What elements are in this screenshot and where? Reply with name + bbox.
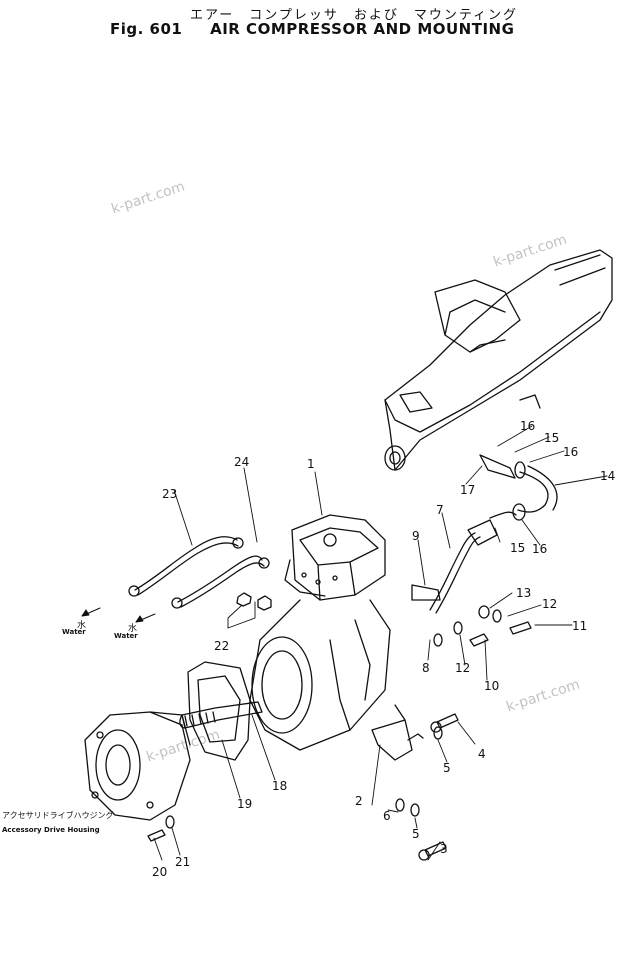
callout-9: 9 (412, 529, 420, 543)
callout-20: 20 (152, 865, 167, 879)
callout-5b: 5 (412, 827, 420, 841)
callout-12: 12 (542, 597, 557, 611)
callout-12b: 12 (455, 661, 470, 675)
callout-14: 14 (600, 469, 615, 483)
callout-23: 23 (162, 487, 177, 501)
callout-15b: 15 (510, 541, 525, 555)
callout-4: 4 (478, 747, 486, 761)
accessory-label-en: Accessory Drive Housing (2, 826, 100, 834)
callout-3: 3 (440, 842, 448, 856)
callout-19: 19 (237, 797, 252, 811)
figure-number: Fig. 601 (110, 20, 183, 38)
water-label-en-2: Water (114, 632, 138, 640)
pipe-assembly (411, 454, 558, 647)
callout-16c: 16 (532, 542, 547, 556)
figure-caption: AIR COMPRESSOR AND MOUNTING (210, 20, 515, 38)
figure-title: Fig. 601 AIR COMPRESSOR AND MOUNTING (110, 20, 514, 38)
water-arrows (81, 607, 156, 623)
callout-21: 21 (175, 855, 190, 869)
gasket-and-gear (179, 661, 263, 761)
callout-15: 15 (544, 431, 559, 445)
callout-16: 16 (563, 445, 578, 459)
callout-16b: 16 (520, 419, 535, 433)
leader-lines (153, 425, 608, 861)
callout-13: 13 (516, 586, 531, 600)
callout-11: 11 (572, 619, 587, 633)
callout-6: 6 (383, 809, 391, 823)
accessory-drive-housing (84, 711, 191, 821)
engine-block (384, 249, 613, 471)
water-label-jp-1: 水 (77, 621, 87, 631)
title-japanese: エアー コンプレッサ および マウンティング (190, 8, 519, 23)
callout-8: 8 (422, 661, 430, 675)
callout-17: 17 (460, 483, 475, 497)
callout-5: 5 (443, 761, 451, 775)
callout-numbers: 1 2 3 4 5 5 6 7 8 9 10 11 12 12 13 14 15… (152, 419, 615, 879)
water-label-jp-2: 水 (128, 624, 138, 634)
water-label-en-1: Water (62, 628, 86, 636)
compressor-body (249, 514, 391, 751)
callout-18: 18 (272, 779, 287, 793)
callout-1: 1 (307, 457, 315, 471)
callout-7: 7 (436, 503, 444, 517)
callout-22: 22 (214, 639, 229, 653)
callout-24: 24 (234, 455, 249, 469)
callout-10: 10 (484, 679, 499, 693)
callout-2: 2 (355, 794, 363, 808)
accessory-label-jp: アクセサリドライブハウジング (2, 811, 114, 820)
water-hoses (128, 536, 272, 611)
bracket-and-bolts (147, 704, 459, 861)
